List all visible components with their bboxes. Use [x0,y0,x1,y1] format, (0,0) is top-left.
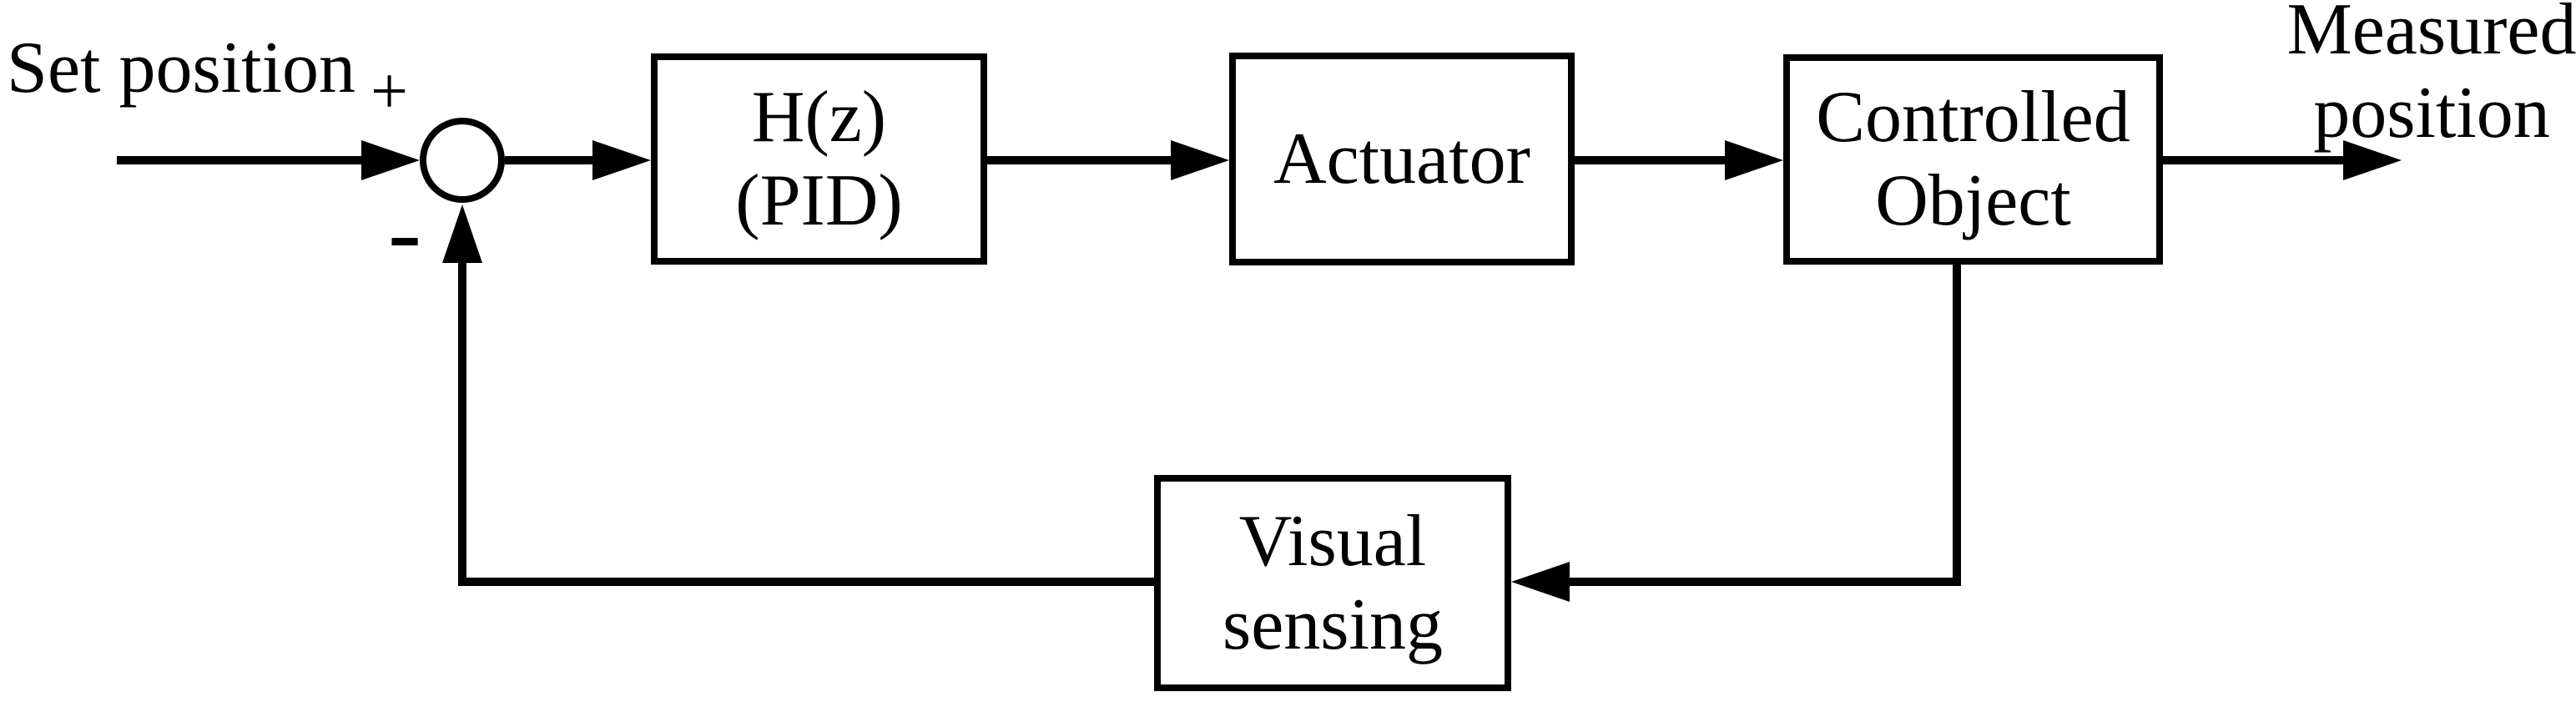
sum-to-controller-line [505,156,597,164]
minus-sign: - [388,176,421,287]
output-arrowhead-icon [2343,140,2402,180]
into-sensor-arrowhead-icon [1511,562,1570,602]
controller-label-line2: (PID) [735,159,903,241]
measured-position-line2: position [2313,73,2550,154]
actuator-label: Actuator [1273,118,1530,199]
output-signal-line [2163,156,2347,164]
into-sum-arrowhead-icon [442,205,482,263]
feedback-riser-line [458,263,466,586]
visual-sensing-label-line2: sensing [1222,583,1443,665]
actuator-block: Actuator [1229,53,1575,265]
controller-label-line1: H(z) [751,76,887,158]
controller-block: H(z) (PID) [651,53,987,265]
actuator-to-plant-line [1575,156,1729,164]
plus-sign: + [371,55,409,129]
summing-junction-circle [420,118,505,203]
set-position-label: Set position [7,28,356,109]
feedback-left-line [458,578,1154,586]
controlled-object-block: Controlled Object [1783,54,2163,265]
feedback-right-line [1565,578,1961,586]
controller-to-actuator-arrowhead-icon [1171,140,1229,180]
visual-sensing-label-line1: Visual [1238,500,1427,582]
sum-to-controller-arrowhead-icon [592,140,651,180]
input-arrowhead-icon [361,140,420,180]
plant-feedback-drop-line [1953,265,1961,586]
controller-to-actuator-line [987,156,1175,164]
measured-position-line1: Measured [2286,0,2576,70]
input-signal-line [117,156,367,164]
controlled-object-label-line1: Controlled [1816,77,2130,158]
measured-position-label: Measured position [2273,0,2576,155]
visual-sensing-block: Visual sensing [1154,475,1511,691]
actuator-to-plant-arrowhead-icon [1725,140,1783,180]
controlled-object-label-line2: Object [1875,160,2071,241]
